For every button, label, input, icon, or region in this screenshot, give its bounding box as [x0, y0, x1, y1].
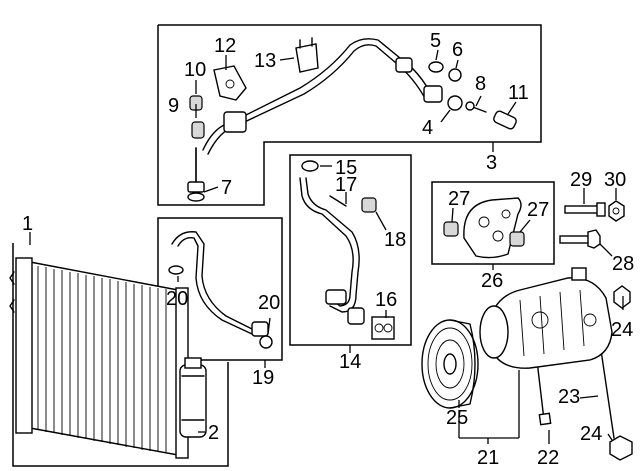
nut-30	[608, 200, 625, 222]
callout-8: 8	[475, 73, 486, 95]
pressure-switch-11	[493, 110, 517, 130]
callout-4: 4	[422, 117, 433, 139]
callout-1: 1	[22, 213, 33, 235]
callout-19: 19	[252, 367, 274, 389]
stud-9	[191, 121, 205, 139]
callout-15: 15	[335, 157, 357, 179]
callout-24b: 24	[580, 423, 602, 445]
nut-24-upper	[613, 285, 631, 309]
callout-28: 28	[612, 253, 634, 275]
bolt-29	[564, 202, 606, 217]
group-box-3	[157, 24, 542, 206]
callout-14: 14	[339, 351, 361, 373]
callout-5: 5	[430, 30, 441, 52]
callout-2: 2	[208, 422, 219, 444]
o-ring-6	[448, 68, 462, 82]
callout-18: 18	[384, 229, 406, 251]
clutch-pulley	[421, 319, 479, 409]
bolt-28	[559, 229, 601, 249]
callout-26: 26	[481, 270, 503, 292]
callout-20b: 20	[258, 292, 280, 314]
callout-23: 23	[558, 386, 580, 408]
callout-25: 25	[446, 407, 468, 429]
leader-lines	[29, 49, 624, 444]
callout-6: 6	[452, 39, 463, 61]
liquid-line	[299, 160, 395, 340]
valve-8	[465, 101, 487, 113]
callout-24a: 24	[611, 319, 633, 341]
compressor	[479, 267, 613, 369]
manifold-hose-assembly	[187, 38, 443, 193]
condenser	[9, 257, 207, 459]
callout-30: 30	[604, 169, 626, 191]
callout-12: 12	[214, 35, 236, 57]
callout-22: 22	[537, 447, 559, 469]
callout-27a: 27	[448, 188, 470, 210]
callout-7: 7	[221, 177, 232, 199]
callout-27b: 27	[527, 199, 549, 221]
callout-9: 9	[168, 95, 179, 117]
callout-3: 3	[486, 152, 497, 174]
callout-11: 11	[508, 82, 529, 104]
o-ring-7	[187, 192, 205, 202]
bracket-13	[295, 37, 319, 73]
sensor-bracket-12	[213, 65, 247, 101]
callout-17: 17	[335, 174, 357, 196]
callout-13: 13	[254, 50, 276, 72]
callout-29: 29	[570, 169, 592, 191]
callout-20a: 20	[166, 288, 188, 310]
o-ring-5	[428, 61, 444, 73]
gasket-plate-26	[443, 197, 525, 259]
hose-19	[168, 231, 273, 349]
o-ring-4	[447, 95, 463, 111]
nut-24-lower	[609, 435, 633, 461]
callout-16: 16	[375, 289, 397, 311]
callout-21: 21	[477, 447, 499, 469]
group-box-1	[12, 243, 229, 467]
callout-10: 10	[184, 59, 206, 81]
